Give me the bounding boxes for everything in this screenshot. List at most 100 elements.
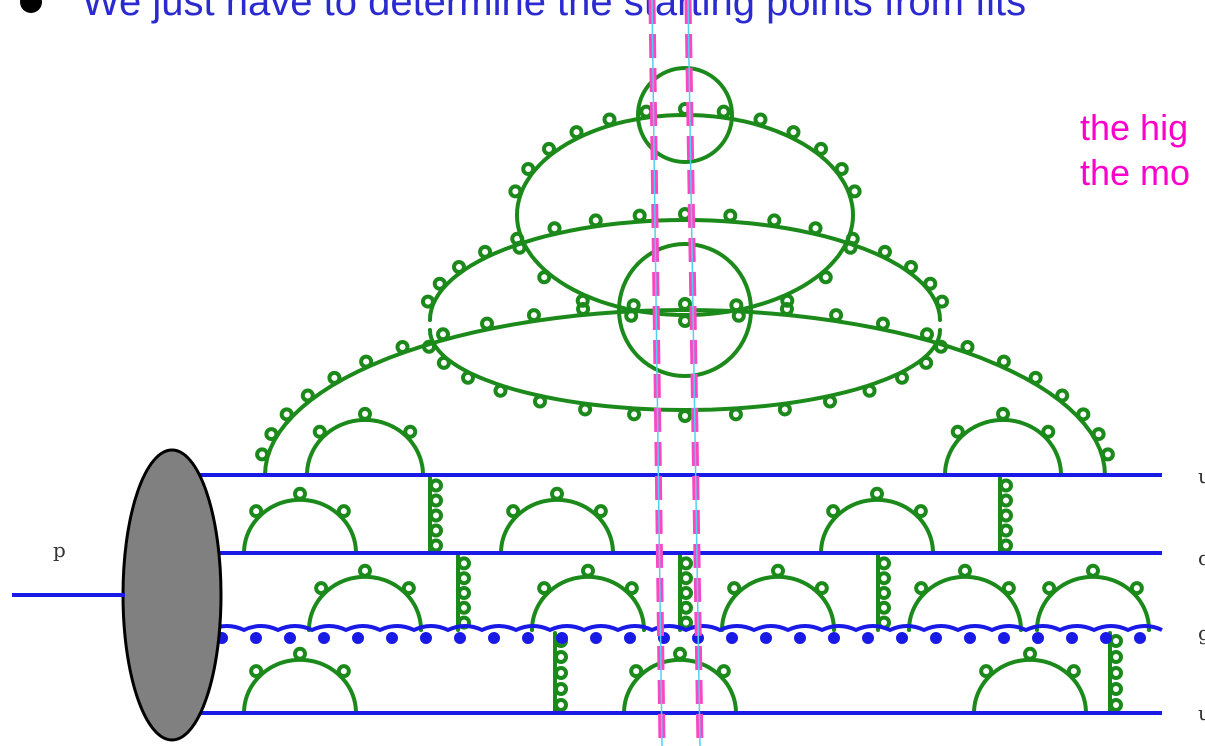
gluon-loop — [837, 164, 847, 174]
gluon-loop — [631, 666, 641, 676]
gluon-exchange-1 — [430, 478, 441, 553]
gluon-loop — [1132, 583, 1142, 593]
gluon-loop — [360, 566, 370, 576]
gluon-loop — [1025, 649, 1035, 659]
gluon-loop — [921, 358, 931, 368]
gluon-loop — [681, 603, 691, 613]
gluon-loop — [1001, 481, 1011, 491]
gluon-loop — [435, 279, 445, 289]
gluon-loop — [431, 496, 441, 506]
gluon-loop — [850, 186, 860, 196]
gluon-loop — [303, 391, 313, 401]
gluon-loop — [329, 373, 339, 383]
gluon-loop — [729, 583, 739, 593]
gluon-loop — [780, 404, 790, 414]
proton-blob — [123, 450, 221, 740]
gluon-loop — [438, 329, 448, 339]
gluon-loop — [405, 427, 415, 437]
gluon-loop — [529, 310, 539, 320]
gluon-loop — [627, 583, 637, 593]
gluon-loop — [880, 247, 890, 257]
gluon-loop — [879, 573, 889, 583]
gluon-loop — [583, 566, 593, 576]
gluon-loop — [480, 247, 490, 257]
gluon-loop — [681, 573, 691, 583]
gluon-loop — [916, 583, 926, 593]
gluon-loop — [257, 449, 267, 459]
gluon-loop — [817, 583, 827, 593]
gluon-loop — [512, 234, 522, 244]
gluon-loop — [431, 526, 441, 536]
gluon-loop — [1068, 634, 1076, 642]
gluon-loop — [539, 272, 549, 282]
gluon-loop — [315, 427, 325, 437]
gluon-loop — [755, 114, 765, 124]
gluon-loop — [572, 127, 582, 137]
gluon-loop — [320, 634, 328, 642]
gluon-loop — [1001, 496, 1011, 506]
gluon-loop — [773, 566, 783, 576]
gluon-loop — [1043, 427, 1053, 437]
gluon-loop — [681, 588, 691, 598]
gluon-loop — [459, 558, 469, 568]
gluon-loop — [550, 223, 560, 233]
parton-label-g: g — [1198, 621, 1205, 645]
gluon-loop — [681, 558, 691, 568]
gluon-loop — [1034, 634, 1042, 642]
gluon-loop — [388, 634, 396, 642]
gluon-loop — [398, 342, 408, 352]
gluon-loop — [454, 262, 464, 272]
gluon-loop — [769, 215, 779, 225]
gluon-loop — [762, 634, 770, 642]
gluon-loop — [556, 652, 566, 662]
gluon-loop — [1111, 636, 1121, 646]
gluon-loop — [495, 386, 505, 396]
gluon-loop — [295, 649, 305, 659]
gluon-loop — [898, 634, 906, 642]
gluon-loop — [629, 409, 639, 419]
gluon-exchange-3 — [458, 556, 469, 630]
gluon-loop — [1111, 668, 1121, 678]
gluon-loop — [830, 634, 838, 642]
gluon-loop — [1103, 449, 1113, 459]
gluon-loop — [361, 357, 371, 367]
gluon-loop — [360, 409, 370, 419]
gluon-loop — [422, 634, 430, 642]
gluon-loop — [552, 489, 562, 499]
gluon-loop — [1094, 429, 1104, 439]
gluon-arc-mid — [430, 220, 940, 320]
gluon-loop — [1111, 684, 1121, 694]
gluon-loop — [998, 409, 1008, 419]
gluon-loop — [539, 583, 549, 593]
gluon-loop — [251, 666, 261, 676]
gluon-loop — [872, 489, 882, 499]
gluon-loop — [431, 511, 441, 521]
gluon-loop — [404, 583, 414, 593]
gluon-loop — [816, 144, 826, 154]
annotation-line-2: the mo — [1080, 153, 1190, 193]
gluon-loop — [524, 634, 532, 642]
gluon-loop — [535, 397, 545, 407]
gluon-parton-line — [210, 626, 1162, 642]
gluon-loop — [544, 144, 554, 154]
gluon-loop — [556, 668, 566, 678]
gluon-exchange-6 — [555, 633, 566, 713]
gluon-loop — [523, 164, 533, 174]
gluon-loop — [680, 411, 690, 421]
gluon-loop — [316, 583, 326, 593]
gluon-loop — [1069, 666, 1079, 676]
parton-label-d: d — [1198, 546, 1205, 570]
gluon-loop — [556, 700, 566, 710]
gluon-exchange-4 — [680, 556, 691, 630]
gluon-loop — [999, 357, 1009, 367]
gluon-loop — [681, 618, 691, 628]
gluon-loop — [916, 506, 926, 516]
gluon-arc-upper-loops — [510, 104, 859, 196]
gluon-loop — [1111, 700, 1121, 710]
gluon-loop — [719, 666, 729, 676]
gluon-loop — [431, 481, 441, 491]
gluon-loop — [591, 215, 601, 225]
gluon-loop — [879, 603, 889, 613]
gluon-loop — [932, 634, 940, 642]
